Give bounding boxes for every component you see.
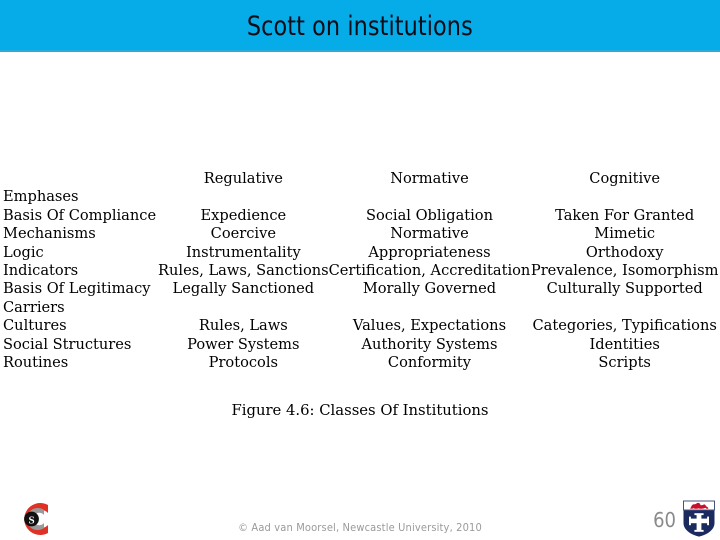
page-title: Scott on institutions [246, 11, 473, 42]
column-header-blank [0, 170, 158, 188]
section-heading-emphases: Emphases [0, 188, 719, 206]
table-row: Logic Instrumentality Appropriateness Or… [0, 244, 719, 262]
row-regulative: Legally Sanctioned [172, 280, 315, 298]
section-heading-label: Emphases [3, 188, 79, 206]
row-normative: Morally Governed [362, 280, 497, 298]
section-heading-spacer-cognitive [530, 299, 719, 317]
row-label: Cultures [3, 317, 67, 335]
row-normative: Normative [390, 225, 469, 243]
section-heading-spacer-cognitive [530, 188, 719, 206]
table-row: Mechanisms Coercive Normative Mimetic [0, 225, 719, 243]
row-normative: Authority Systems [361, 335, 498, 353]
row-label: Routines [3, 354, 69, 372]
row-normative: Social Obligation [365, 206, 493, 224]
row-cognitive: Culturally Supported [546, 280, 703, 298]
row-normative: Conformity [387, 354, 472, 372]
row-label: Logic [3, 243, 44, 261]
row-regulative: Rules, Laws [198, 317, 288, 335]
section-heading-spacer-normative [329, 299, 531, 317]
row-cognitive: Prevalence, Isomorphism [530, 262, 719, 280]
row-regulative: Instrumentality [185, 243, 301, 261]
section-heading-spacer-regulative [158, 299, 329, 317]
column-header-normative: Normative [390, 170, 469, 187]
table-row: Routines Protocols Conformity Scripts [0, 354, 719, 372]
row-cognitive: Orthodoxy [585, 243, 664, 261]
section-heading-spacer-normative [329, 188, 531, 206]
row-label: Indicators [3, 262, 79, 280]
table-row: Cultures Rules, Laws Values, Expectation… [0, 317, 719, 335]
row-cognitive: Identities [589, 335, 660, 353]
row-regulative: Rules, Laws, Sanctions [158, 262, 329, 280]
slide-title-banner: Scott on institutions [0, 0, 720, 52]
footer-copyright: © Aad van Moorsel, Newcastle University,… [238, 521, 482, 534]
svg-text:S: S [28, 515, 34, 527]
row-label: Mechanisms [3, 225, 96, 243]
row-normative: Certification, Accreditation [328, 262, 531, 280]
row-cognitive: Mimetic [594, 225, 656, 243]
newcastle-crest-icon [683, 500, 715, 537]
row-cognitive: Categories, Typifications [532, 317, 717, 335]
table-header-row: Regulative Normative Cognitive [0, 170, 719, 188]
table-row: Basis Of Legitimacy Legally Sanctioned M… [0, 280, 719, 298]
institutions-table: Regulative Normative Cognitive Emphases … [0, 170, 719, 372]
column-header-cognitive: Cognitive [589, 170, 661, 187]
row-regulative: Protocols [208, 354, 278, 372]
column-header-regulative: Regulative [203, 170, 283, 187]
table-row: Indicators Rules, Laws, Sanctions Certif… [0, 262, 719, 280]
row-normative: Appropriateness [368, 243, 491, 261]
row-label: Basis Of Compliance [3, 206, 157, 224]
banner-bottom-edge [0, 50, 720, 52]
table-row: Social Structures Power Systems Authorit… [0, 336, 719, 354]
section-heading-label: Carriers [3, 298, 65, 316]
table-row: Basis Of Compliance Expedience Social Ob… [0, 207, 719, 225]
row-cognitive: Scripts [598, 354, 651, 372]
row-regulative: Power Systems [187, 335, 300, 353]
page-number: 60 [653, 508, 676, 532]
row-label: Social Structures [3, 335, 132, 353]
figure-caption: Figure 4.6: Classes Of Institutions [231, 402, 489, 419]
section-heading-spacer-regulative [158, 188, 329, 206]
row-regulative: Coercive [210, 225, 276, 243]
table-body: Regulative Normative Cognitive Emphases … [0, 170, 719, 372]
row-regulative: Expedience [200, 206, 287, 224]
section-heading-carriers: Carriers [0, 299, 719, 317]
row-normative: Values, Expectations [352, 317, 507, 335]
row-label: Basis Of Legitimacy [3, 280, 151, 298]
cs-logo: S [24, 503, 48, 535]
row-cognitive: Taken For Granted [555, 206, 695, 224]
